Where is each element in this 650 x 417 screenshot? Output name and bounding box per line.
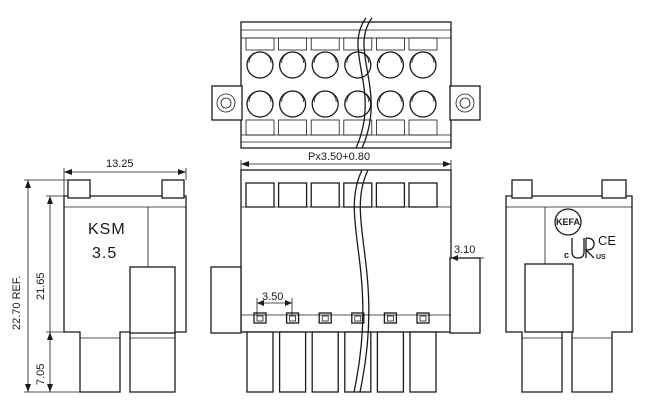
logo-brand: KEFA [556,217,581,227]
screw-arc [313,90,337,103]
wire-entry-arc [411,51,435,64]
logo-us-mark: US [596,254,606,261]
ur-mark-icon [571,237,595,259]
side-view-right: KEFA CE c US [505,179,633,393]
pin-slot-inner [419,315,427,322]
top-view [211,17,481,149]
pin-slot [351,312,365,324]
bottom-slot [310,119,340,136]
dim-pitch-formula: Px3.50+0.80 [308,151,370,163]
bottom-slot [278,119,308,136]
screw-arc [411,90,435,103]
logo-ce: CE [598,233,616,248]
pin-slot-inner [386,315,394,322]
side-view-left: KSM 3.5 13.25 22.70 REF. 21.65 7.05 [11,158,187,393]
dim-height-ref: 22.70 REF. [11,276,23,330]
dim-height-body: 21.65 [35,272,47,300]
side-label-line1: KSM [88,221,126,238]
screw-arc [379,90,402,103]
pin [246,331,274,393]
pin-slot [318,312,332,324]
wire-entry-arc [248,51,272,64]
latch [375,182,406,208]
pin-slot [383,312,398,324]
pin-slot [285,312,300,324]
top-slot [310,37,340,51]
top-slot [278,37,308,51]
dim-height-pin: 7.05 [35,364,47,385]
top-slot [245,37,275,51]
logo-c-mark: c [564,250,569,260]
wire-entry-arc [313,51,337,64]
pin [409,331,437,393]
dim-offset: 3.10 [454,244,475,256]
dim-width-top: 13.25 [106,158,134,170]
latch [408,182,438,208]
front-view: Px3.50+0.80 3.50 3.10 [210,151,484,393]
bottom-slot [375,119,405,136]
pin-slot [253,312,267,324]
latch [310,182,340,208]
bottom-slot [245,119,275,136]
pin [376,331,405,393]
pin-slot [416,312,430,324]
wire-entry-arc [346,51,370,64]
kefa-logo-icon [554,208,582,236]
dim-pitch: 3.50 [262,291,283,303]
bottom-slot [343,119,373,136]
top-slot [408,37,438,51]
pin [278,331,307,393]
pin-slot-inner [289,315,297,322]
top-slot [375,37,405,51]
wire-entry-arc [281,51,304,64]
latch [245,182,275,208]
latch [277,182,308,208]
side-label-line2: 3.5 [92,245,117,262]
screw-arc [346,90,370,103]
pin-slot-inner [321,315,329,322]
pin [344,331,372,393]
wire-entry-arc [379,51,402,64]
latch [343,182,373,208]
pin [311,331,339,393]
screw-arc [248,90,272,103]
screw-arc [281,90,304,103]
bottom-slot [408,119,438,136]
pin-slot-inner [354,315,362,322]
pin-slot-inner [256,315,264,322]
